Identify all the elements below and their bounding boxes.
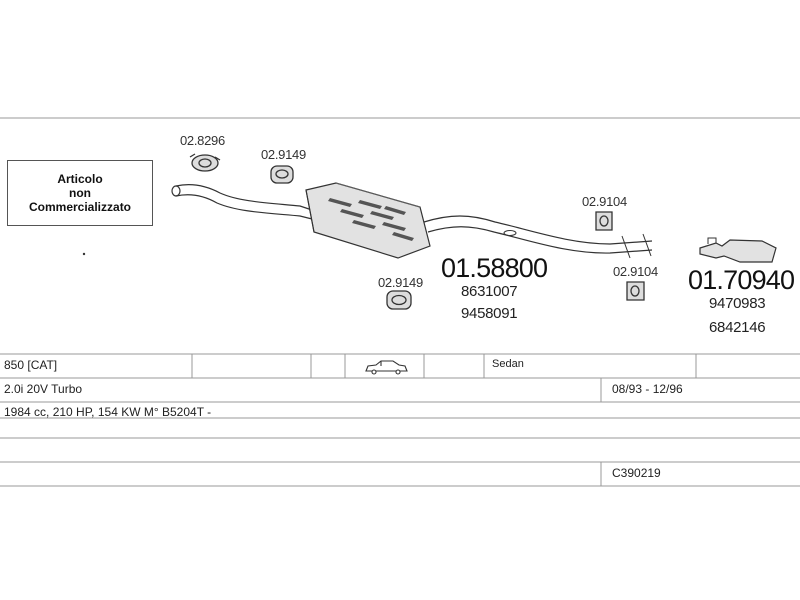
period-cell: 08/93 - 12/96: [612, 382, 683, 396]
marker-dot: [82, 252, 86, 256]
rear-silencer-code: 01.70940: [688, 265, 795, 295]
front-pipe: [171, 184, 313, 220]
rear-silencer-oe2: 6842146: [709, 319, 766, 336]
engine-cell: 2.0i 20V Turbo: [4, 382, 83, 396]
rubber-mount-icon: [270, 165, 294, 184]
hanger-icon: [595, 211, 613, 231]
intermediate-pipe: [423, 215, 653, 259]
specs-cell: 1984 cc, 210 HP, 154 KW M° B5204T -: [4, 405, 212, 419]
hanger-top-part-code: 02.9104: [582, 194, 627, 209]
body-type-cell: Sedan: [492, 358, 524, 370]
rubber-mount-icon-bottom: [386, 290, 412, 310]
notice-line-1: Articolo: [57, 172, 103, 186]
hanger-bottom-part-code: 02.9104: [613, 264, 658, 279]
reference-cell: C390219: [612, 466, 661, 480]
vehicle-table-grid: [0, 353, 800, 487]
rear-silencer-oe1: 9470983: [709, 295, 766, 312]
sedan-car-icon: [365, 360, 408, 375]
hanger-icon-bottom: [626, 281, 645, 301]
clamp-part-code: 02.8296: [180, 133, 225, 148]
notice-line-2: non: [69, 186, 91, 200]
model-cell: 850 [CAT]: [4, 358, 58, 372]
not-available-notice: Articolo non Commercializzato: [7, 160, 153, 226]
mount-bottom-part-code: 02.9149: [378, 275, 423, 290]
notice-line-3: Commercializzato: [28, 200, 132, 214]
rear-silencer: [699, 237, 777, 263]
mount-top-part-code: 02.9149: [261, 147, 306, 162]
middle-silencer-oe2: 9458091: [461, 305, 518, 322]
middle-silencer: [305, 182, 431, 259]
clamp-icon: [189, 153, 221, 172]
middle-silencer-code: 01.58800: [441, 253, 548, 283]
middle-silencer-oe1: 8631007: [461, 283, 518, 300]
